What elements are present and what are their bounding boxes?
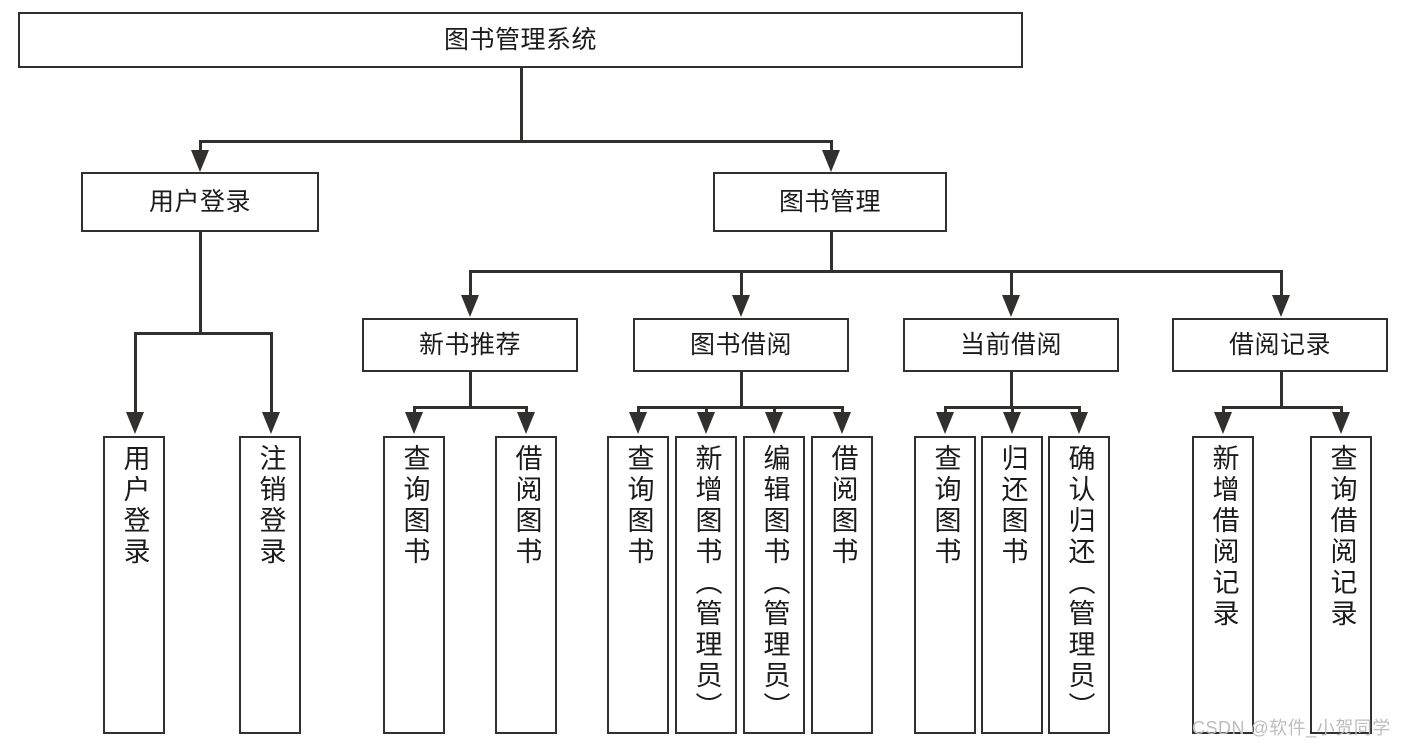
leaf-logout[interactable]: 注销登录	[239, 436, 301, 734]
connector-to-current-borrow	[1010, 270, 1013, 300]
node-label: 新书推荐	[418, 330, 521, 359]
connector-user-login-left	[134, 332, 137, 417]
node-label: 查询图书	[623, 444, 654, 568]
connector-user-login-bar	[134, 332, 270, 335]
connector-borrow-record-stem	[1280, 372, 1283, 406]
node-book-management[interactable]: 图书管理	[713, 172, 947, 232]
arrow-leaf-query-record	[1332, 412, 1350, 434]
node-user-login[interactable]: 用户登录	[81, 172, 319, 232]
connector-to-new-book	[469, 270, 472, 300]
connector-user-login-right	[270, 332, 273, 417]
node-label: 查询借阅记录	[1326, 444, 1357, 630]
connector-to-book-borrow	[740, 270, 743, 300]
connector-current-borrow-stem	[1010, 372, 1013, 406]
leaf-edit-book-admin[interactable]: 编辑图书（管理员）	[743, 436, 805, 734]
arrow-to-borrow-record	[1272, 295, 1290, 317]
node-label: 新增图书（管理员）	[691, 444, 722, 723]
arrow-leaf-add-book	[697, 412, 715, 434]
node-label: 新增借阅记录	[1208, 444, 1239, 630]
arrow-to-book-management	[822, 150, 840, 172]
node-label: 当前借阅	[959, 330, 1062, 359]
leaf-add-borrow-record[interactable]: 新增借阅记录	[1192, 436, 1254, 734]
connector-new-book-bar	[413, 406, 525, 409]
leaf-query-book-borrow[interactable]: 查询图书	[607, 436, 669, 734]
node-label: 编辑图书（管理员）	[759, 444, 790, 723]
arrow-leaf-return-book	[1003, 412, 1021, 434]
connector-to-borrow-record	[1280, 270, 1283, 300]
arrow-leaf-user-login	[126, 412, 144, 434]
leaf-query-book-current[interactable]: 查询图书	[914, 436, 976, 734]
arrow-to-current-borrow	[1002, 295, 1020, 317]
arrow-to-new-book-recommend	[461, 295, 479, 317]
connector-borrow-record-bar	[1222, 406, 1340, 409]
node-borrow-record[interactable]: 借阅记录	[1172, 318, 1388, 372]
leaf-query-borrow-record[interactable]: 查询借阅记录	[1310, 436, 1372, 734]
node-root-book-management-system[interactable]: 图书管理系统	[18, 12, 1023, 68]
csdn-watermark: CSDN @软件_小贺同学	[1192, 718, 1391, 738]
leaf-borrow-book-recommend[interactable]: 借阅图书	[495, 436, 557, 734]
node-book-borrow[interactable]: 图书借阅	[633, 318, 849, 372]
arrow-to-user-login	[191, 150, 209, 172]
node-label: 确认归还（管理员）	[1064, 444, 1095, 723]
leaf-user-login[interactable]: 用户登录	[103, 436, 165, 734]
leaf-return-book[interactable]: 归还图书	[981, 436, 1043, 734]
node-label: 查询图书	[930, 444, 961, 568]
node-label: 借阅记录	[1228, 330, 1331, 359]
arrow-leaf-query-book-1	[405, 412, 423, 434]
node-label: 用户登录	[148, 187, 251, 216]
leaf-borrow-book[interactable]: 借阅图书	[811, 436, 873, 734]
node-new-book-recommend[interactable]: 新书推荐	[362, 318, 578, 372]
arrow-leaf-borrow-book-1	[517, 412, 535, 434]
node-label: 借阅图书	[827, 444, 858, 568]
arrow-leaf-query-book-3	[936, 412, 954, 434]
node-label: 归还图书	[997, 444, 1028, 568]
connector-book-borrow-stem	[740, 372, 743, 406]
arrow-leaf-query-book-2	[629, 412, 647, 434]
leaf-add-book-admin[interactable]: 新增图书（管理员）	[675, 436, 737, 734]
arrow-leaf-edit-book	[765, 412, 783, 434]
arrow-leaf-add-record	[1214, 412, 1232, 434]
connector-root-stem	[520, 68, 523, 140]
connector-new-book-stem	[469, 372, 472, 406]
arrow-leaf-borrow-book-2	[833, 412, 851, 434]
connector-to-user-login	[199, 140, 202, 158]
arrow-leaf-confirm-return	[1070, 412, 1088, 434]
node-label: 借阅图书	[511, 444, 542, 568]
node-label: 用户登录	[119, 444, 150, 568]
connector-book-management-stem	[830, 232, 833, 270]
leaf-confirm-return-admin[interactable]: 确认归还（管理员）	[1048, 436, 1110, 734]
connector-to-book-management	[830, 140, 833, 158]
connector-book-borrow-bar	[637, 406, 841, 409]
node-label: 图书管理系统	[443, 25, 597, 54]
leaf-query-book-recommend[interactable]: 查询图书	[383, 436, 445, 734]
connector-root-bar	[199, 140, 831, 143]
arrow-to-book-borrow	[732, 295, 750, 317]
node-label: 图书管理	[778, 187, 881, 216]
connector-user-login-stem	[199, 232, 202, 332]
node-label: 图书借阅	[689, 330, 792, 359]
node-current-borrow[interactable]: 当前借阅	[903, 318, 1119, 372]
connector-book-management-bar	[469, 270, 1280, 273]
arrow-leaf-logout	[262, 412, 280, 434]
node-label: 查询图书	[399, 444, 430, 568]
node-label: 注销登录	[255, 444, 286, 568]
